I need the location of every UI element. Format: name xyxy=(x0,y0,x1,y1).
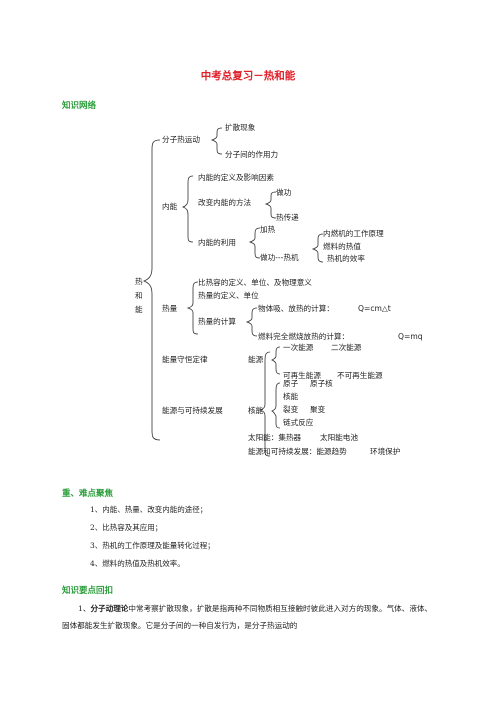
map-nuclear: 核能 xyxy=(248,405,264,415)
map-heat: 热量 xyxy=(162,303,178,313)
map-atom: 原子 xyxy=(283,379,299,388)
map-heating: 加热 xyxy=(260,224,276,234)
map-conservation: 能量守恒定律 xyxy=(162,354,208,364)
map-env-protect: 环境保护 xyxy=(370,446,401,456)
map-secondary: 二次能源 xyxy=(331,342,362,352)
map-nonrenewable: 不可再生能源 xyxy=(337,370,383,380)
section-heading-key-points: 重、难点聚焦 xyxy=(62,489,114,499)
brace-ie-use xyxy=(248,227,261,259)
map-ie-use: 内能的利用 xyxy=(198,237,236,247)
map-specific-heat-def: 比热容的定义、单位、及物理意义 xyxy=(198,277,312,287)
brace-nuclear xyxy=(271,382,281,429)
map-fission: 裂变 xyxy=(283,404,299,414)
map-heat-def: 热量的定义、单位 xyxy=(198,290,259,300)
map-root-char-3: 能 xyxy=(135,304,143,314)
root-brace xyxy=(142,139,161,441)
brace-change-methods xyxy=(264,191,277,219)
map-nuclear-energy-word: 核能 xyxy=(283,391,299,401)
map-heat-transfer: 热传递 xyxy=(276,212,299,222)
map-engine-principle: 内燃机的工作原理 xyxy=(323,228,384,238)
key-point-item: 4、燃料的热值及热机效率。 xyxy=(90,559,185,568)
map-nucleus: 原子核 xyxy=(310,378,333,388)
map-engine-efficiency: 热机的效率 xyxy=(327,253,365,263)
map-chain-reaction: 链式反应 xyxy=(283,417,314,427)
map-primary: 一次能源 xyxy=(283,342,314,352)
brace-energy-source xyxy=(271,346,281,375)
map-energy-source: 能源 xyxy=(248,354,264,364)
map-intermolecular-force: 分子间的作用力 xyxy=(225,149,278,159)
brace-molecular xyxy=(210,127,223,155)
map-doing-work: 做功 xyxy=(276,187,292,197)
map-fuel-burn: 燃料完全燃烧放热的计算： xyxy=(258,331,349,341)
map-ie-definition: 内能的定义及影响因素 xyxy=(198,172,274,182)
map-formula-qm: Q=mq xyxy=(398,332,423,341)
brace-sustainable xyxy=(258,351,271,457)
concept-map: 热 和 能 分子热运动 扩散现象 分子间的作用力 内能 内能的定义及影响因素 改… xyxy=(135,122,423,457)
map-absorb-release: 物体吸、放热的计算： xyxy=(258,303,334,313)
map-heat-calc: 热量的计算 xyxy=(198,316,236,326)
review-paragraph: 1、分子动理论中常考察扩散现象，扩散是指两种不同物质相互接触时彼此进入对方的现象… xyxy=(62,600,434,634)
brace-heat-engine xyxy=(311,233,324,263)
map-formula-cm: Q=cm△t xyxy=(358,304,391,313)
map-renewable: 可再生能源 xyxy=(283,370,321,380)
key-point-item: 2、比热容及其应用； xyxy=(90,523,163,532)
map-root-char-1: 热 xyxy=(135,276,143,286)
map-solar: 太阳能：集热器 xyxy=(248,432,302,442)
key-point-item: 1、内能、热量、改变内能的途径； xyxy=(90,505,208,514)
section-heading-review: 知识要点回扣 xyxy=(62,586,114,596)
map-internal-energy: 内能 xyxy=(162,201,178,211)
key-point-item: 3、热机的工作原理及能量转化过程； xyxy=(90,541,215,550)
map-fuel-heat-value: 燃料的热值 xyxy=(323,241,361,251)
map-fusion: 聚变 xyxy=(310,404,326,414)
brace-internal-energy xyxy=(181,175,194,243)
page-title: 中考总复习－热和能 xyxy=(200,70,296,82)
map-work-heat-engine: 做功---热机 xyxy=(260,252,299,262)
map-root-char-2: 和 xyxy=(135,291,143,300)
map-sustainable: 能源与可持续发展 xyxy=(162,405,223,415)
map-solar-cell: 太阳能电池 xyxy=(320,432,358,442)
brace-heat-calc xyxy=(245,307,258,337)
review-text: 中常考察扩散现象，扩散是指两种不同物质相互接触时彼此进入对方的现象。气体、液体、… xyxy=(62,604,433,630)
section-heading-knowledge-network: 知识网络 xyxy=(62,101,97,111)
brace-heat xyxy=(186,281,199,335)
map-sustain-trend: 能源和可持续发展：能源趋势 xyxy=(248,446,347,456)
map-ie-change-methods: 改变内能的方法 xyxy=(198,197,252,207)
review-lead: 1、 xyxy=(78,604,91,613)
map-molecular-motion: 分子热运动 xyxy=(162,134,200,144)
review-term: 分子动理论 xyxy=(90,604,129,613)
map-diffusion: 扩散现象 xyxy=(225,122,256,132)
